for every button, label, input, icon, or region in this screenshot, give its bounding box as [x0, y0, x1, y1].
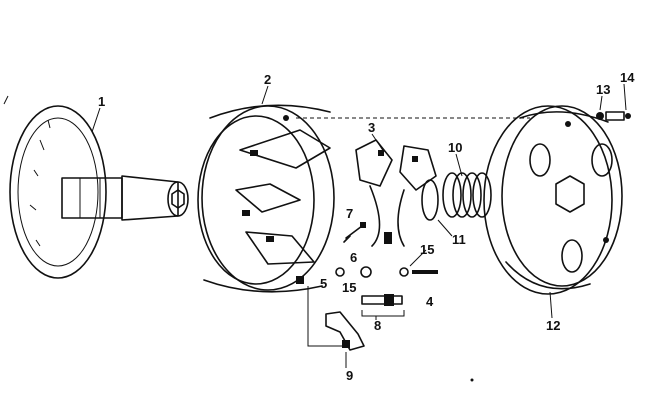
spring-icon: [421, 172, 492, 221]
arm-icon: [307, 286, 365, 351]
callout-15b: 15: [342, 280, 356, 295]
housing-icon: [197, 104, 335, 293]
callout-13: 13: [596, 82, 610, 97]
sheave-icon: [9, 105, 189, 279]
callout-11: 11: [452, 232, 466, 247]
callout-1: 1: [98, 94, 105, 109]
callout-14: 14: [620, 70, 635, 85]
callout-15a: 15: [420, 242, 434, 257]
callout-9: 9: [346, 368, 353, 383]
callout-2: 2: [264, 72, 271, 87]
callout-7: 7: [346, 206, 353, 221]
callout-10: 10: [448, 140, 462, 155]
callout-3: 3: [368, 120, 375, 135]
callout-8: 8: [374, 318, 381, 333]
bolt-icon: [596, 111, 631, 121]
roller-icon: [361, 294, 403, 306]
callout-4: 4: [426, 294, 434, 309]
callout-6: 6: [350, 250, 357, 265]
weight-assembly-icon: [355, 139, 437, 247]
callout-5: 5: [320, 276, 327, 291]
callout-12: 12: [546, 318, 560, 333]
washer-icon: [335, 222, 438, 278]
cover-icon: [483, 105, 623, 295]
